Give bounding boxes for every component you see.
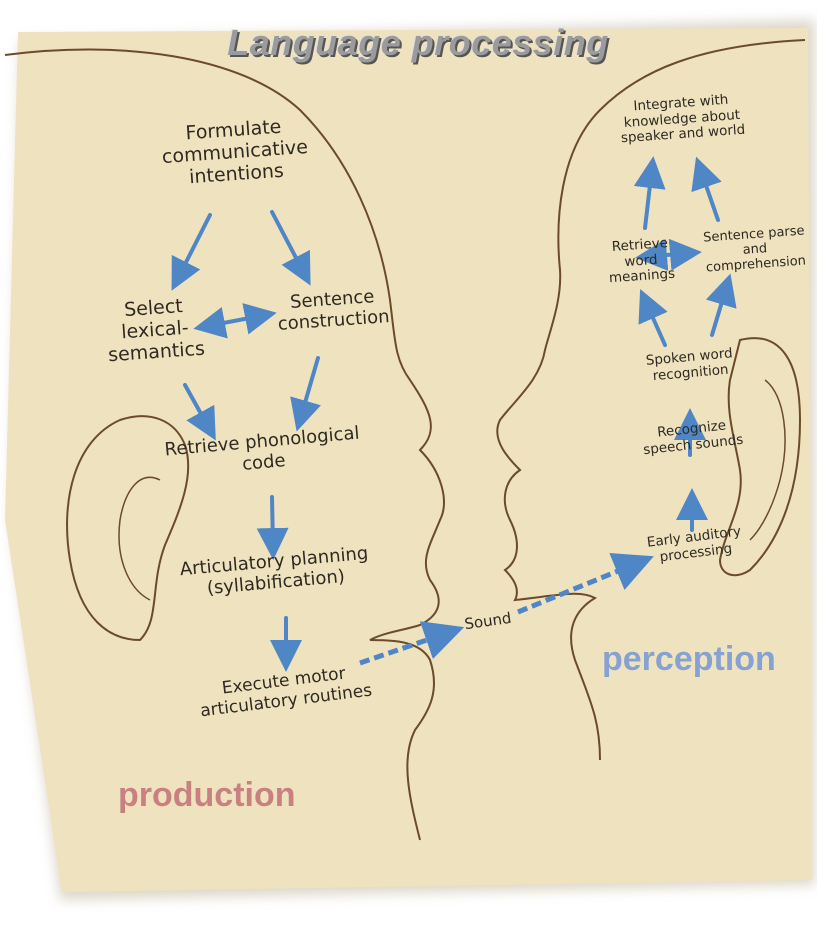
node-retrieve-word: Retrieve word meanings: [608, 235, 676, 287]
perception-label: perception: [602, 640, 776, 678]
paper-page: [5, 20, 815, 900]
node-select: Select lexical- semantics: [107, 295, 206, 366]
page-title: Language processing: [227, 22, 609, 63]
right-head-outline: [496, 39, 806, 761]
left-ear: [66, 415, 190, 642]
right-ear: [718, 337, 802, 577]
node-formulate: Formulate communicative intentions: [161, 115, 309, 188]
production-label: production: [118, 776, 296, 814]
left-head-outline: [4, 48, 445, 841]
perception-arrows: [633, 156, 737, 532]
node-sentence-parse: Sentence parse and comprehension: [702, 223, 807, 276]
sound-path: [359, 552, 654, 666]
production-arrows: [171, 210, 321, 672]
node-integrate: Integrate with knowledge about speaker a…: [620, 91, 746, 147]
